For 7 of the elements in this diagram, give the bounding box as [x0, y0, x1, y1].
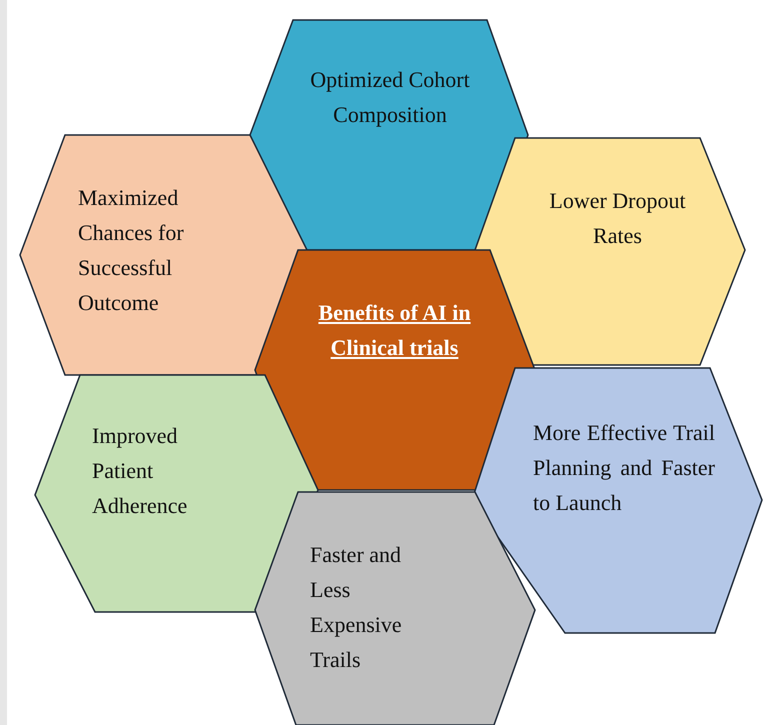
center-title: Benefits of AI in Clinical trials [317, 299, 472, 362]
benefit-text: Optimized Cohort Composition [309, 66, 471, 129]
benefit-text: Faster and Less Expensive Trails [310, 541, 403, 674]
benefit-text: Maximized Chances for Successful Outcome [78, 184, 185, 317]
benefit-text: More Effective Trail Planning and Faster to Launch [533, 419, 715, 517]
benefit-text: Improved Patient Adherence [92, 422, 188, 520]
benefit-text: Lower Dropout Rates [548, 187, 687, 250]
